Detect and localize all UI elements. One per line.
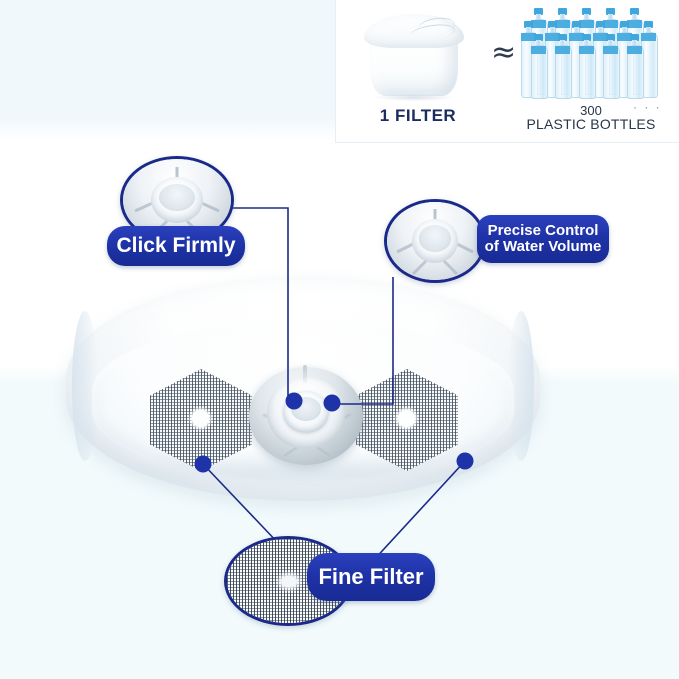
filter-caption: 1 FILTER: [379, 106, 457, 125]
center-valve-button: [249, 361, 363, 471]
filter-equivalence-card: ≈ 300 · · · 1 FILTER PLASTIC BOTTLES: [336, 0, 679, 142]
bottles-ellipsis: · · ·: [633, 100, 662, 114]
bottles-caption: PLASTIC BOTTLES: [526, 116, 656, 132]
pitcher-lid-product: [66, 277, 540, 507]
callout-label-fine-filter[interactable]: Fine Filter: [307, 553, 435, 601]
mesh-hole-right: [398, 410, 415, 427]
approximately-equal-icon: ≈: [491, 35, 517, 70]
precise-control-line-2: of Water Volume: [484, 238, 602, 255]
bottles-count-text: 300: [580, 103, 602, 118]
precise-control-line-1: Precise Control: [487, 221, 599, 239]
plastic-bottles-icon: [518, 8, 664, 104]
water-filter-cartridge-icon: [362, 12, 466, 101]
callout-label-precise-control[interactable]: Precise Control of Water Volume: [477, 215, 609, 263]
mesh-hole-left: [192, 410, 209, 427]
magnifier-oval-precise-control: [384, 199, 486, 283]
callout-label-click-firmly[interactable]: Click Firmly: [107, 226, 245, 266]
